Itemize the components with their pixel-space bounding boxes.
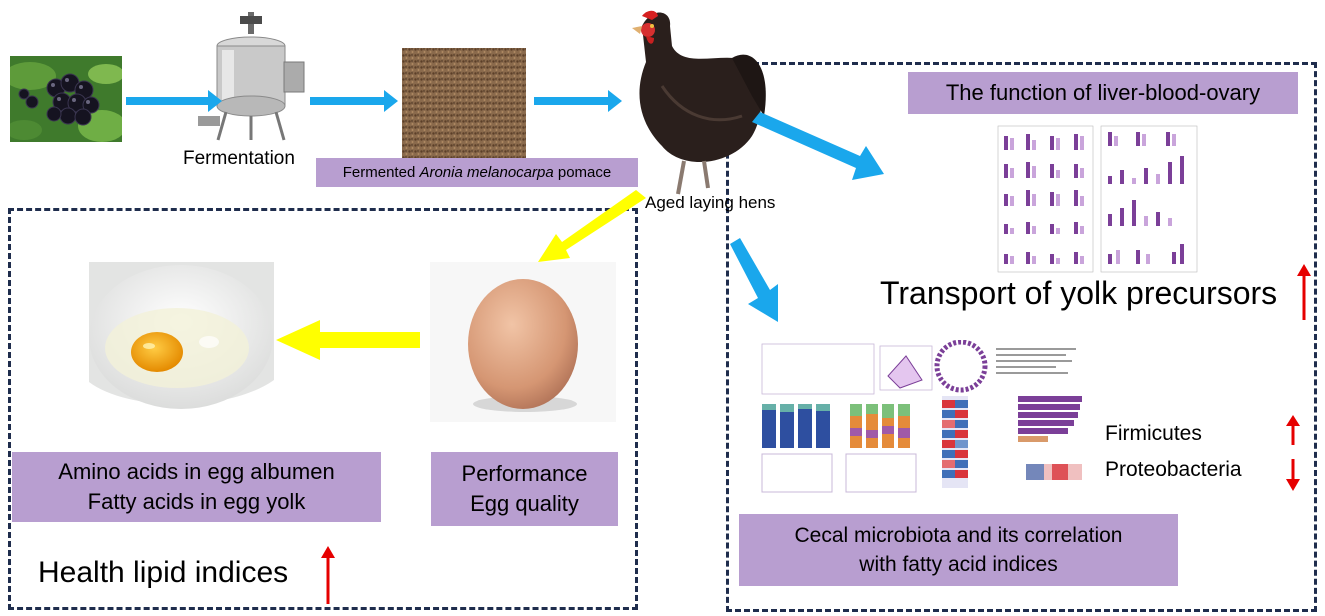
pomace-label-suffix: pomace: [553, 164, 612, 181]
laying-hen-photo: [632, 10, 766, 195]
pomace-label-box: Fermented Aronia melanocarpa pomace: [316, 158, 638, 187]
cecal-label-line1: Cecal microbiota and its correlation: [794, 524, 1123, 547]
amino-acids-text: Amino acids in egg albumen: [58, 459, 335, 484]
liver-function-label: The function of liver-blood-ovary: [908, 72, 1298, 114]
arrow-hen-to-egg: [538, 190, 646, 262]
broken-egg-in-bowl-photo: [89, 262, 274, 422]
egg-quality-text: Egg quality: [470, 491, 579, 516]
yolk-transport-label: Transport of yolk precursors: [880, 275, 1278, 311]
performance-label: Performance Egg quality: [431, 452, 618, 526]
fermentation-tank-photo: [198, 12, 305, 141]
egg-composition-label: Amino acids in egg albumen Fatty acids i…: [12, 452, 381, 522]
left-dashed-panel: [8, 208, 638, 610]
arrow-hen-to-cecal: [730, 238, 778, 322]
arrow-pomace-to-hen: [534, 90, 622, 112]
cecal-label-line2: with fatty acid indices: [859, 553, 1058, 576]
pomace-label-species: Aronia melanocarpa: [419, 164, 554, 181]
arrow-egg-to-broken-egg: [276, 320, 420, 360]
taxon-firmicutes: Firmicutes: [1105, 422, 1202, 445]
health-lipid-label: Health lipid indices: [38, 556, 289, 589]
arrow-berries-to-fermenter: [126, 90, 222, 112]
fermentation-label: Fermentation: [183, 148, 295, 169]
aronia-berries-photo: [10, 56, 122, 142]
yolk-transport-up-arrow: [1297, 264, 1311, 320]
performance-text: Performance: [461, 461, 588, 486]
fatty-acids-text: Fatty acids in egg yolk: [87, 489, 306, 514]
brown-egg-photo: [430, 262, 616, 422]
arrow-fermenter-to-pomace: [310, 90, 398, 112]
arrow-hen-to-liver: [752, 112, 884, 180]
firmicutes-up-arrow: [1286, 415, 1300, 445]
hens-label: Aged laying hens: [645, 193, 776, 212]
pomace-powder-photo: [402, 48, 526, 158]
cecal-microbiota-charts: [761, 340, 1082, 493]
liver-blood-ovary-charts: [997, 125, 1198, 273]
right-dashed-panel: [726, 62, 1317, 612]
cecal-microbiota-label: Cecal microbiota and its correlation wit…: [739, 514, 1178, 586]
health-lipid-up-arrow: [321, 546, 335, 604]
taxon-proteobacteria: Proteobacteria: [1105, 458, 1242, 481]
pomace-label-prefix: Fermented: [342, 164, 420, 181]
proteobacteria-down-arrow: [1286, 459, 1300, 491]
